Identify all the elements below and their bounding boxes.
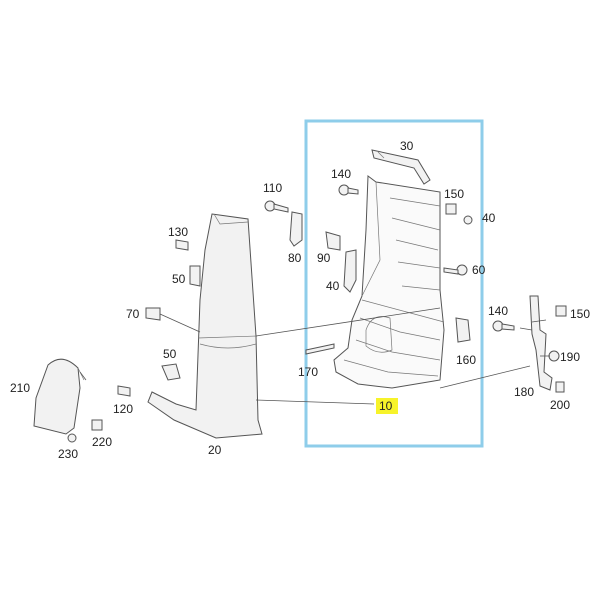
part-130-plug[interactable] bbox=[175, 239, 189, 251]
part-50-clip-upper[interactable] bbox=[189, 265, 201, 287]
callout-40-right[interactable]: 40 bbox=[482, 211, 496, 225]
part-150-nut-upper[interactable] bbox=[445, 203, 457, 215]
part-50-clip-lower[interactable] bbox=[161, 363, 181, 381]
part-140-bolt-right[interactable] bbox=[492, 320, 515, 332]
part-60-bolt[interactable] bbox=[443, 264, 468, 276]
callout-10[interactable]: 10 bbox=[379, 399, 393, 413]
part-40-nut-right[interactable] bbox=[463, 215, 473, 225]
callout-150-upper[interactable]: 150 bbox=[444, 187, 464, 201]
part-170-screw[interactable] bbox=[305, 343, 335, 355]
callouts: 10 20 30 40 40 50 50 60 70 80 90 110 120… bbox=[10, 139, 590, 461]
part-230-screw[interactable] bbox=[67, 433, 77, 443]
callout-70[interactable]: 70 bbox=[126, 307, 140, 321]
callout-190[interactable]: 190 bbox=[560, 350, 580, 364]
part-200-clip[interactable] bbox=[555, 381, 565, 393]
part-140-bolt-upper[interactable] bbox=[338, 184, 359, 196]
callout-50-upper[interactable]: 50 bbox=[172, 272, 186, 286]
part-90-clip[interactable] bbox=[325, 231, 341, 251]
highlight-frame bbox=[304, 119, 484, 448]
highlight-label-background bbox=[376, 398, 398, 414]
part-110-bolt[interactable] bbox=[264, 200, 289, 213]
callout-110[interactable]: 110 bbox=[263, 181, 282, 195]
part-180-strip-bracket[interactable] bbox=[529, 295, 553, 391]
part-160-latch[interactable] bbox=[455, 317, 471, 343]
part-40-seal-strip[interactable] bbox=[343, 249, 357, 293]
callout-80[interactable]: 80 bbox=[288, 251, 302, 265]
leader-lines bbox=[79, 307, 550, 405]
callout-90[interactable]: 90 bbox=[317, 251, 331, 265]
callout-160[interactable]: 160 bbox=[456, 353, 476, 367]
part-80-bracket[interactable] bbox=[289, 211, 303, 247]
callout-30[interactable]: 30 bbox=[400, 139, 414, 153]
callout-130[interactable]: 130 bbox=[168, 225, 188, 239]
callout-40-left[interactable]: 40 bbox=[326, 279, 340, 293]
callout-170[interactable]: 170 bbox=[298, 365, 318, 379]
callout-20[interactable]: 20 bbox=[208, 443, 222, 457]
part-220-clip[interactable] bbox=[91, 419, 103, 431]
callout-120[interactable]: 120 bbox=[113, 402, 133, 416]
part-190-washer[interactable] bbox=[548, 350, 560, 362]
callout-200[interactable]: 200 bbox=[550, 398, 570, 412]
part-10-bracket-assembly[interactable] bbox=[333, 175, 445, 389]
callout-210[interactable]: 210 bbox=[10, 381, 30, 395]
callout-140-upper[interactable]: 140 bbox=[331, 167, 351, 181]
callout-220[interactable]: 220 bbox=[92, 435, 112, 449]
part-150-nut-right[interactable] bbox=[555, 305, 567, 317]
callout-140-right[interactable]: 140 bbox=[488, 304, 508, 318]
callout-150-right[interactable]: 150 bbox=[570, 307, 590, 321]
part-30-top-bracket[interactable] bbox=[371, 149, 431, 185]
callout-230[interactable]: 230 bbox=[58, 447, 78, 461]
part-120-plug[interactable] bbox=[117, 385, 131, 397]
part-70-bracket[interactable] bbox=[145, 307, 161, 321]
part-210-lamp-cover[interactable] bbox=[33, 358, 85, 435]
part-20-pillar-trim[interactable] bbox=[147, 213, 263, 439]
callout-60[interactable]: 60 bbox=[472, 263, 486, 277]
callout-50-lower[interactable]: 50 bbox=[163, 347, 177, 361]
callout-180[interactable]: 180 bbox=[514, 385, 534, 399]
